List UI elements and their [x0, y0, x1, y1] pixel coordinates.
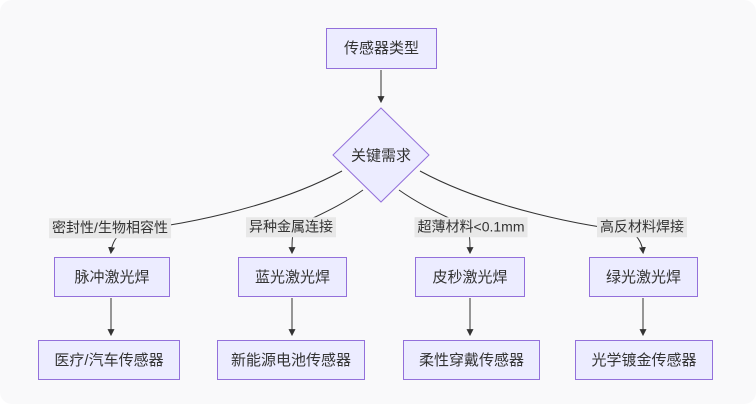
result-node-new-energy-battery-sensor: 新能源电池传感器: [217, 340, 365, 380]
edge-decision-to-branch-4: [419, 170, 646, 255]
result-node-flexible-wearable-sensor: 柔性穿戴传感器: [403, 340, 540, 380]
process-node-blue-laser-weld: 蓝光激光焊: [238, 257, 347, 297]
edge-decision-to-branch-1: [108, 170, 343, 255]
result-node-optical-gold-plated-sensor: 光学镀金传感器: [575, 340, 713, 380]
edge-label-condition-1: 密封性/生物相容性: [49, 218, 171, 238]
process-node-green-laser-weld: 绿光激光焊: [589, 257, 698, 297]
decision-node-label: 关键需求: [350, 147, 412, 165]
edge-label-condition-2: 异种金属连接: [246, 217, 336, 237]
process-node-pulse-laser-weld: 脉冲激光焊: [54, 257, 170, 297]
edge-label-condition-4: 高反材料焊接: [597, 217, 687, 237]
root-node-sensor-type: 传感器类型: [326, 28, 437, 69]
process-node-picosecond-laser-weld: 皮秒激光焊: [415, 257, 525, 297]
edge-label-condition-3: 超薄材料<0.1mm: [414, 217, 528, 237]
result-node-medical-automotive-sensor: 医疗/汽车传感器: [38, 340, 180, 380]
decision-diamond-shape: [332, 107, 430, 203]
